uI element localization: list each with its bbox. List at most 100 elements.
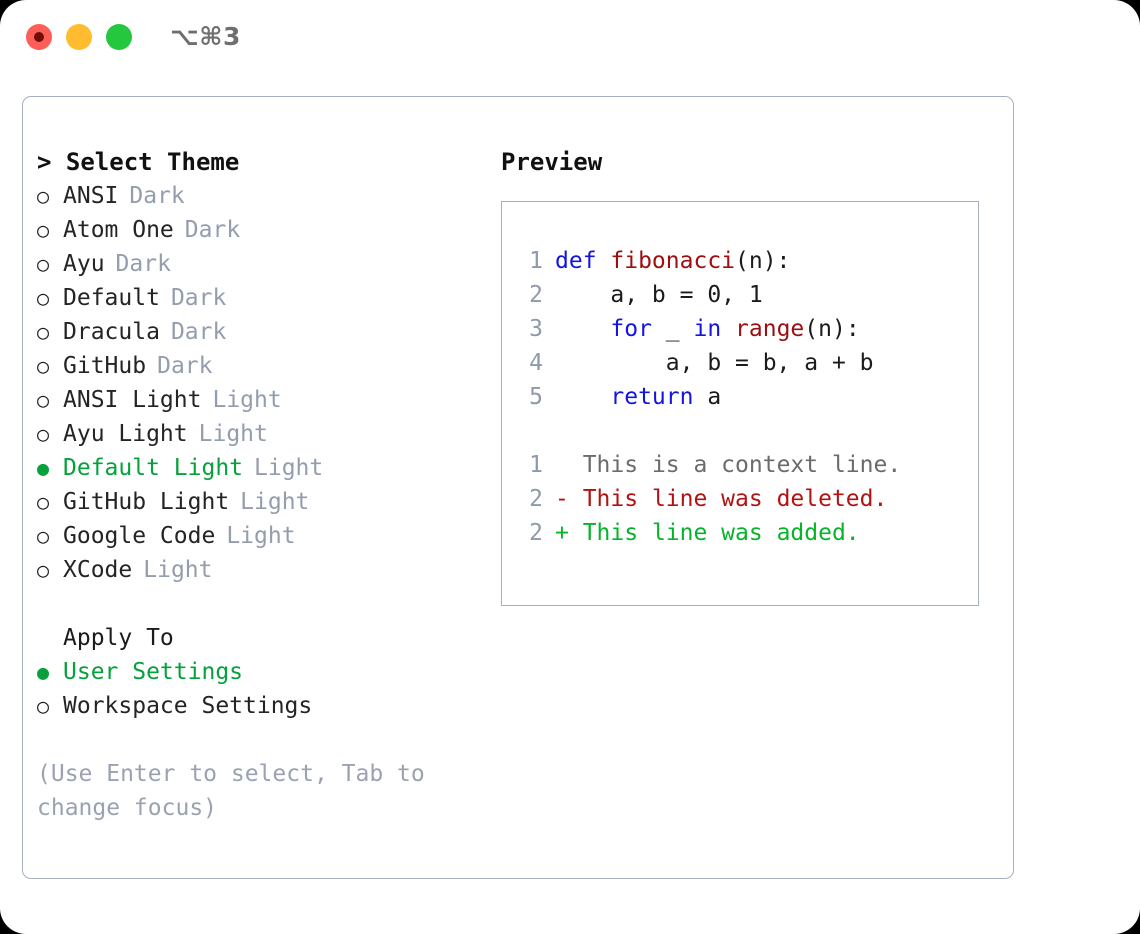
theme-option-tag: Light [143,557,213,583]
radio-unselected-icon: ○ [37,320,50,344]
code-token: a, b = 0, 1 [555,282,763,308]
code-token: range [735,316,805,342]
diff-text: This line was deleted. [582,486,888,512]
radio-selected-icon: ● [37,660,50,684]
code-token: (n): [735,248,791,274]
code-token: return [610,384,694,410]
line-number: 5 [529,384,543,410]
theme-option-tag: Dark [170,285,227,311]
theme-option[interactable]: ○ Default Dark [37,281,477,315]
code-line: 1 def fibonacci(n): [513,244,972,278]
preview-title: Preview [501,148,603,176]
radio-unselected-icon: ○ [37,490,50,514]
diff-text: This line was added. [582,520,860,546]
code-line: 3 for _ in range(n): [513,312,972,346]
apply-to-option[interactable]: ○ Workspace Settings [37,689,477,723]
code-line-content: def fibonacci(n): [555,244,790,278]
line-number: 3 [529,316,543,342]
code-token: a, b = b, a + b [555,350,874,376]
window-maximize-button[interactable] [106,24,132,50]
theme-option-label: Default Light [63,455,244,481]
code-token: for [610,316,652,342]
apply-to-option-label: Workspace Settings [63,693,313,719]
theme-option-label: Default [63,285,160,311]
radio-unselected-icon: ○ [37,252,50,276]
code-token: in [693,316,722,342]
theme-option-tag: Light [254,455,324,481]
radio-unselected-icon: ○ [37,184,50,208]
radio-selected-icon: ● [37,456,50,480]
line-number: 1 [529,248,543,274]
code-token: (n): [804,316,860,342]
radio-unselected-icon: ○ [37,558,50,582]
code-token [721,316,735,342]
code-line: 4 a, b = b, a + b [513,346,972,380]
code-token: def [555,248,611,274]
diff-line: 1 This is a context line. [513,448,972,482]
code-token: fibonacci [610,248,736,274]
select-theme-header: > Select Theme [37,148,240,176]
code-line: 5 return a [513,380,972,414]
apply-to-option[interactable]: ● User Settings [37,655,477,689]
theme-option-label: Ayu Light [63,421,188,447]
line-number: 2 [529,486,543,512]
theme-option-tag: Light [240,489,310,515]
radio-unselected-icon: ○ [37,354,50,378]
window-minimize-button[interactable] [66,24,92,50]
code-token [555,384,610,410]
theme-option-tag: Light [226,523,296,549]
apply-to-header: Apply To [63,625,174,651]
theme-option-label: GitHub Light [63,489,230,515]
code-line: 2 a, b = 0, 1 [513,278,972,312]
diff-line: 2- This line was deleted. [513,482,972,516]
line-number: 2 [529,520,543,546]
radio-unselected-icon: ○ [37,694,50,718]
diff-marker: + [555,520,583,546]
theme-option-label: Google Code [63,523,216,549]
theme-option-label: Atom One [63,217,174,243]
window-close-button[interactable] [26,24,52,50]
theme-option-label: XCode [63,557,133,583]
diff-text: This is a context line. [582,452,902,478]
theme-option-label: GitHub [63,353,147,379]
theme-option-tag: Dark [115,251,171,277]
apply-to-list[interactable]: ● User Settings ○ Workspace Settings [37,655,477,723]
theme-option-label: Ayu [63,251,105,277]
radio-unselected-icon: ○ [37,524,50,548]
code-line-content: a, b = 0, 1 [555,278,763,312]
theme-option-label: Dracula [63,319,160,345]
radio-unselected-icon: ○ [37,286,50,310]
code-line-content: a, b = b, a + b [555,346,874,380]
theme-option[interactable]: ○ Google Code Light [37,519,477,553]
diff-marker [555,448,583,482]
radio-unselected-icon: ○ [37,388,50,412]
line-number: 2 [529,282,543,308]
diff-block: 1 This is a context line.2- This line wa… [513,448,972,550]
theme-option-tag: Light [198,421,268,447]
theme-option[interactable]: ○ XCode Light [37,553,477,587]
diff-line: 2 + This line was added. [513,516,972,550]
apply-to-option-label: User Settings [63,659,244,685]
theme-option-tag: Dark [184,217,241,243]
theme-option-label: ANSI Light [63,387,202,413]
theme-option[interactable]: ○ GitHub Light Light [37,485,477,519]
theme-option[interactable]: ○ Ayu Dark [37,247,477,281]
theme-option[interactable]: ● Default Light Light [37,451,477,485]
code-line-content: return a [555,380,721,414]
theme-option-tag: Dark [129,183,185,209]
title-bar: ⌥⌘3 [0,0,1140,78]
code-token: _ [651,316,694,342]
